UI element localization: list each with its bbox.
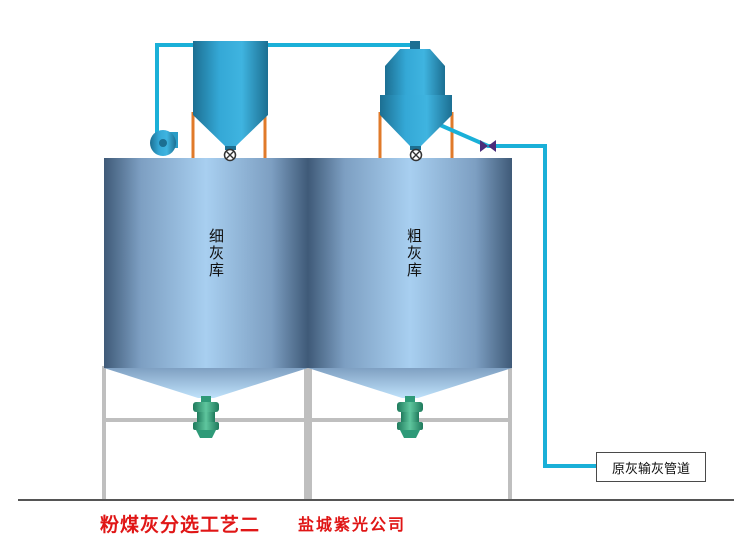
blower-fan: [150, 130, 178, 156]
silo-fine-body: [104, 158, 308, 368]
footer-divider: [18, 499, 734, 501]
caption: 粉煤灰分选工艺二 盐城紫光公司: [100, 509, 406, 537]
rotary-valve-coarse: [409, 148, 423, 162]
caption-company: 盐城紫光公司: [298, 515, 407, 534]
caption-title: 粉煤灰分选工艺二: [100, 513, 261, 536]
butterfly-valve-icon: [480, 140, 496, 152]
silo-coarse-body: [308, 158, 512, 368]
discharge-valve-coarse: [397, 396, 423, 438]
silo-fine-cone: [104, 368, 308, 398]
silo-coarse-label: 粗灰库: [405, 228, 423, 279]
silo-fine-label: 细灰库: [207, 228, 225, 279]
bag-filter: [193, 41, 268, 150]
silo-coarse-cone: [308, 368, 512, 398]
support-frame: [102, 366, 512, 499]
equipment-support-legs: [191, 112, 454, 158]
pipe-label: 原灰输灰管道: [596, 452, 706, 482]
discharge-valve-fine: [193, 396, 219, 438]
cyclone-separator: [380, 41, 452, 150]
rotary-valve-fine: [223, 148, 237, 162]
